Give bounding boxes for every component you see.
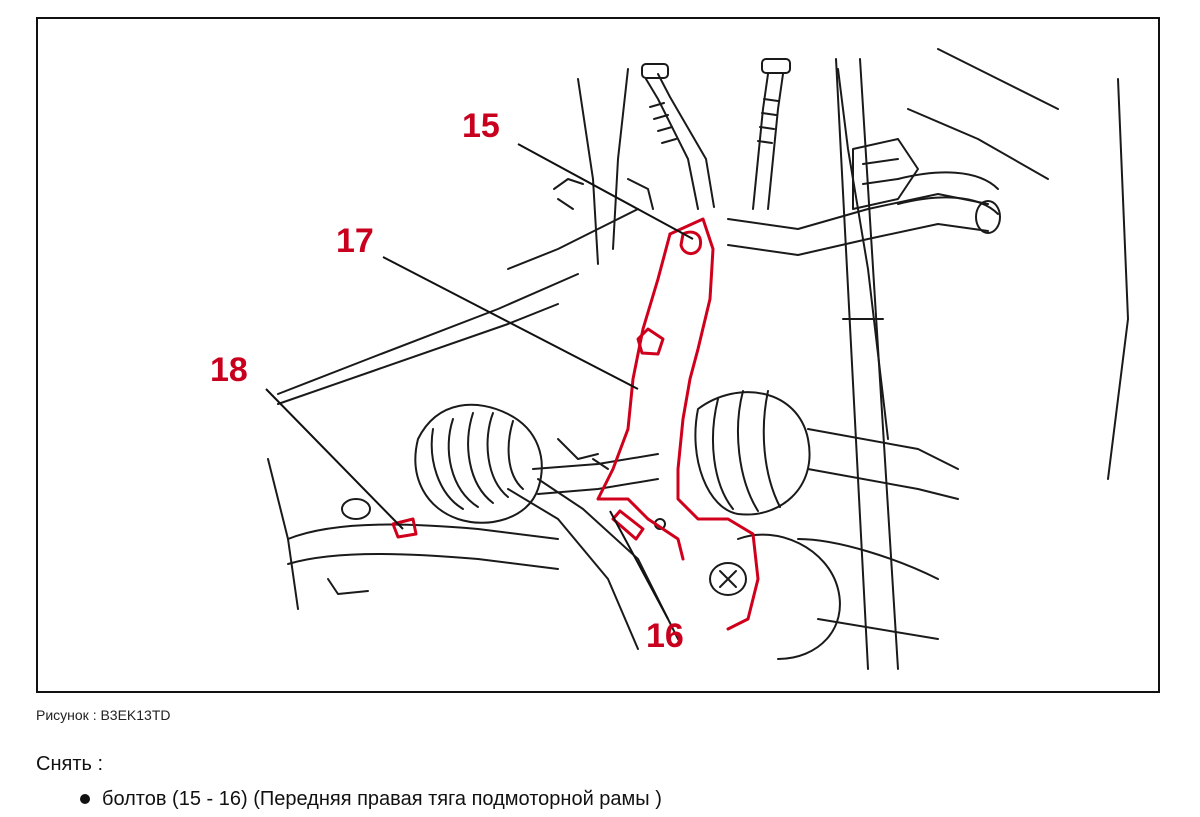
section-label: Снять : bbox=[36, 753, 104, 775]
callout-17: 17 bbox=[336, 222, 374, 260]
step-list: болтов (15 - 16) (Передняя правая тяга п… bbox=[76, 786, 662, 812]
hose-right bbox=[752, 58, 791, 210]
figure-caption: Рисунок : B3EK13TD bbox=[36, 707, 171, 723]
list-item: болтов (15 - 16) (Передняя правая тяга п… bbox=[76, 786, 662, 812]
cv-boot-left bbox=[414, 403, 543, 524]
leader-lines bbox=[265, 143, 694, 620]
leader-line-15 bbox=[517, 143, 694, 240]
misc-details bbox=[553, 178, 666, 530]
subframe-pillar bbox=[835, 58, 899, 670]
leader-line-18 bbox=[265, 388, 404, 530]
clamp-bracket bbox=[852, 138, 919, 210]
horizontal-pipe bbox=[727, 171, 1001, 256]
step-text: болтов (15 - 16) (Передняя правая тяга п… bbox=[102, 788, 662, 810]
callout-15: 15 bbox=[462, 107, 500, 145]
technical-illustration: 15 17 18 16 bbox=[210, 48, 1129, 670]
lower-wishbone bbox=[287, 498, 559, 595]
leader-line-17 bbox=[382, 256, 639, 390]
figure-frame: 15 17 18 16 bbox=[36, 17, 1160, 693]
leader-line-16 bbox=[609, 510, 669, 620]
hose-left bbox=[641, 63, 715, 210]
cv-boot-right bbox=[694, 390, 959, 516]
highlighted-bracket bbox=[391, 217, 760, 631]
callout-16: 16 bbox=[646, 617, 684, 655]
hub-body bbox=[709, 533, 939, 660]
body-panel-lines bbox=[267, 48, 1129, 610]
callout-18: 18 bbox=[210, 351, 248, 389]
bullet-icon bbox=[80, 794, 90, 804]
